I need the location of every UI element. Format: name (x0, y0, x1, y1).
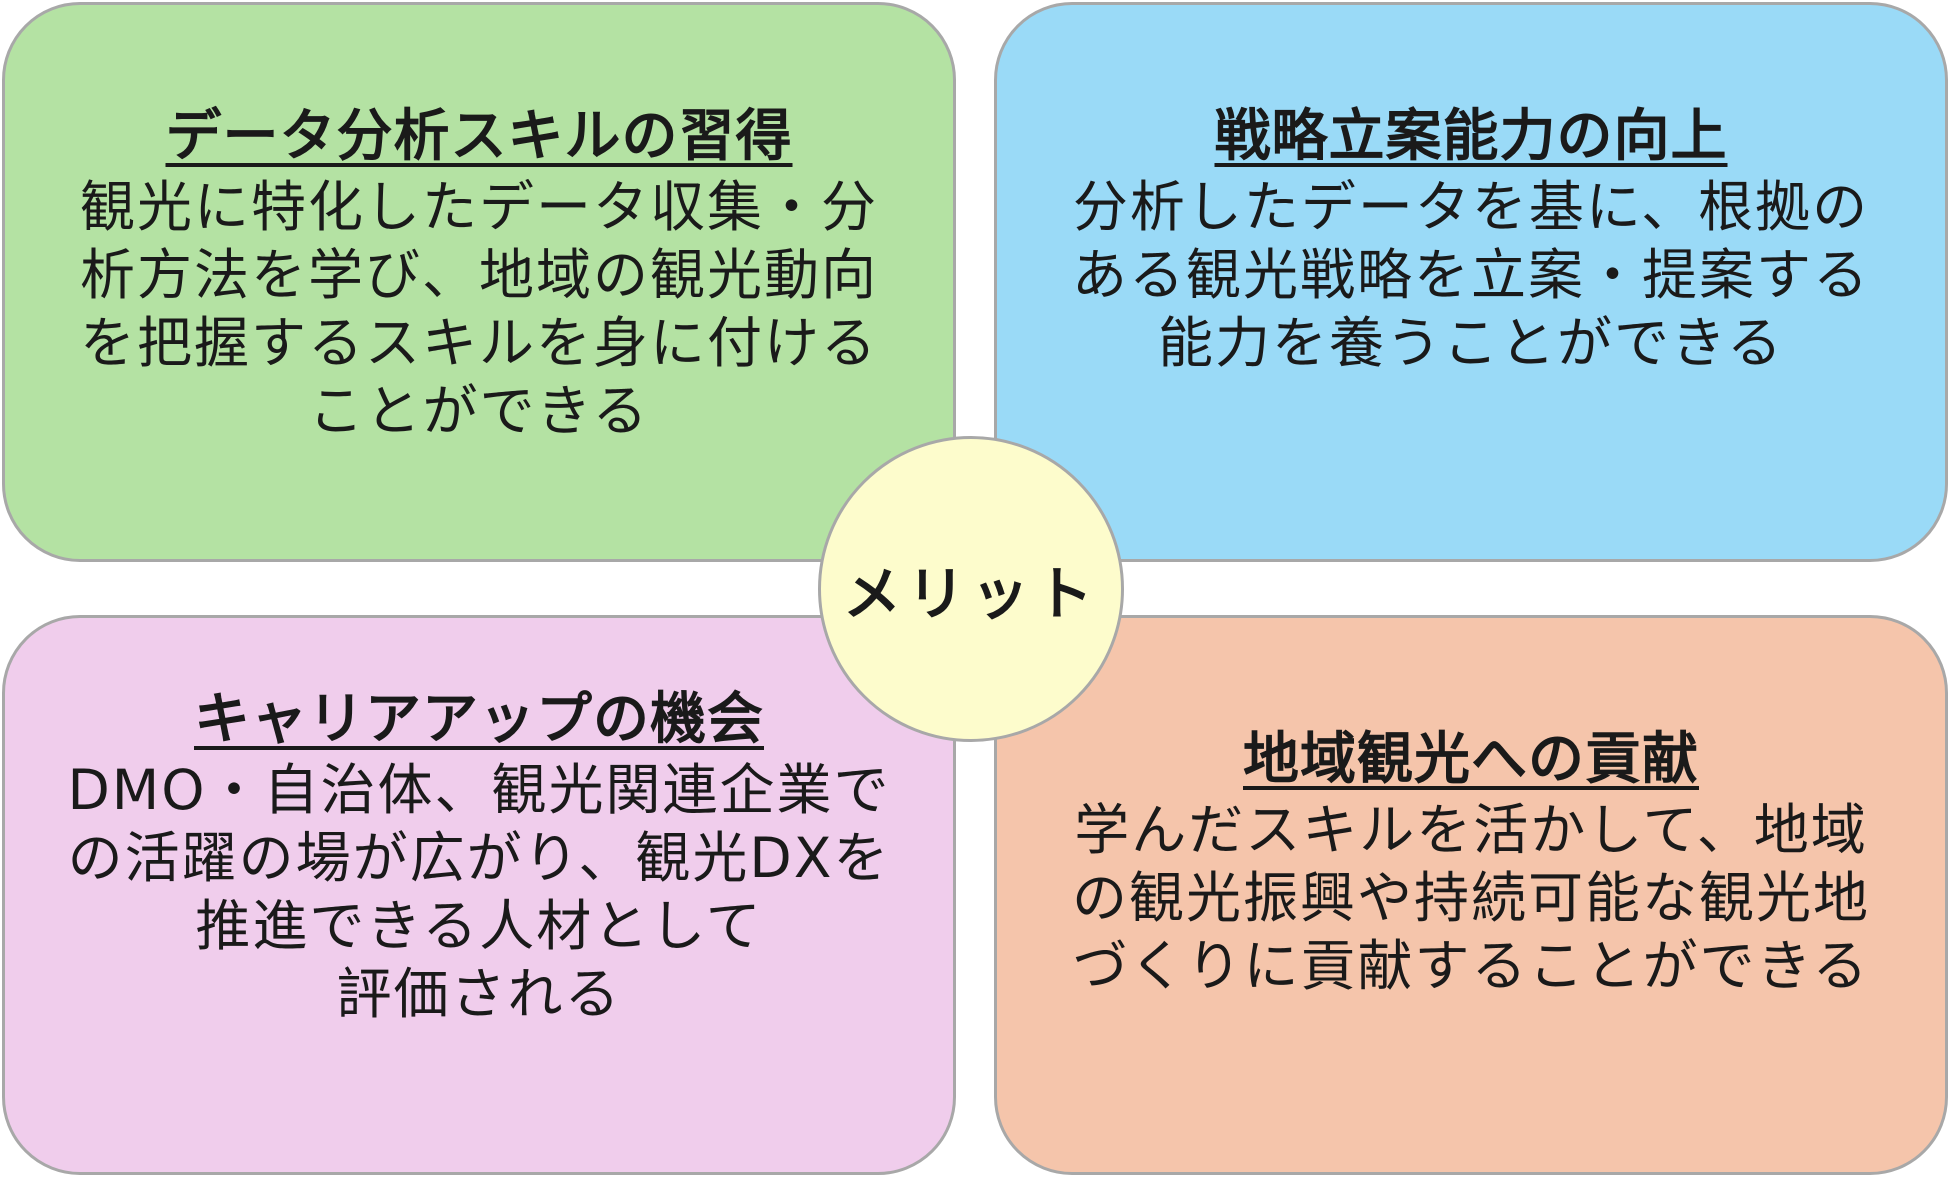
panel-body-line: づくりに貢献することができる (1072, 934, 1870, 999)
panel-career: キャリアアップの機会 DMO・自治体、観光関連企業で の活躍の場が広がり、観光D… (2, 615, 956, 1175)
panel-body-line: 学んだスキルを活かして、地域 (1074, 798, 1868, 863)
panel-body: 学んだスキルを活かして、地域 の観光振興や持続可能な観光地 づくりに貢献すること… (1072, 796, 1870, 1000)
panel-title: 地域観光への貢献 (1243, 727, 1699, 792)
panel-body-line: の観光振興や持続可能な観光地 (1071, 866, 1870, 931)
panel-body-line: 推進できる人材として (195, 894, 763, 959)
center-label: メリット (842, 560, 1099, 628)
panel-body-line: ことができる (308, 379, 650, 444)
panel-body-line: DMO・自治体、観光関連企業で (67, 758, 891, 823)
center-circle: メリット (818, 436, 1124, 742)
panel-contribution: 地域観光への貢献 学んだスキルを活かして、地域 の観光振興や持続可能な観光地 づ… (994, 615, 1948, 1175)
panel-body-line: 評価される (336, 962, 622, 1027)
panel-body: DMO・自治体、観光関連企業で の活躍の場が広がり、観光DXを 推進できる人材と… (67, 756, 890, 1028)
panel-strategy: 戦略立案能力の向上 分析したデータを基に、根拠の ある観光戦略を立案・提案する … (994, 2, 1948, 562)
panel-body-line: 能力を養うことができる (1158, 311, 1784, 376)
panel-body-line: 観光に特化したデータ収集・分 (79, 175, 878, 240)
panel-body-line: 析方法を学び、地域の観光動向 (79, 243, 878, 308)
panel-title: データ分析スキルの習得 (165, 104, 793, 169)
panel-body-line: 分析したデータを基に、根拠の (1072, 175, 1870, 240)
panel-body-line: の活躍の場が広がり、観光DXを (67, 826, 891, 891)
panel-title: 戦略立案能力の向上 (1214, 104, 1728, 169)
panel-title: キャリアアップの機会 (194, 687, 764, 752)
panel-body: 分析したデータを基に、根拠の ある観光戦略を立案・提案する 能力を養うことができ… (1072, 173, 1870, 377)
panel-body-line: ある観光戦略を立案・提案する (1071, 243, 1870, 308)
panel-body-line: を把握するスキルを身に付ける (79, 311, 878, 376)
panel-data-analysis: データ分析スキルの習得 観光に特化したデータ収集・分 析方法を学び、地域の観光動… (2, 2, 956, 562)
panel-body: 観光に特化したデータ収集・分 析方法を学び、地域の観光動向 を把握するスキルを身… (80, 173, 878, 445)
